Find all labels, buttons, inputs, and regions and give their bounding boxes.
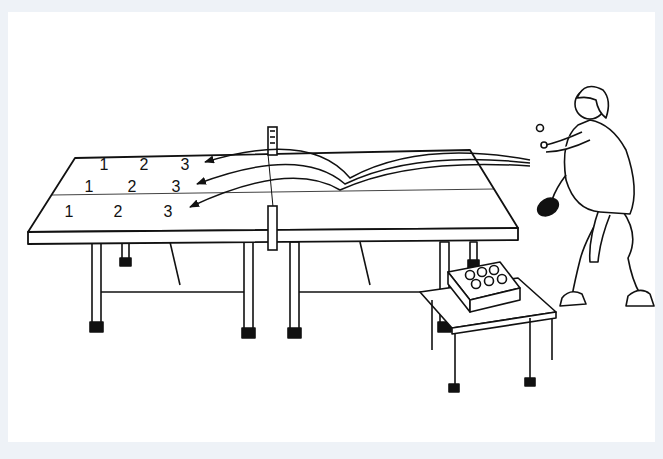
zone-number: 1 [85, 179, 94, 195]
table-legs [90, 242, 479, 338]
zone-number: 2 [114, 204, 123, 220]
zone-number: 3 [181, 157, 190, 173]
ball-trajectories [190, 149, 530, 207]
zone-number: 1 [65, 204, 74, 220]
player [534, 86, 654, 306]
zone-number: 2 [128, 179, 137, 195]
panel [8, 12, 655, 442]
zone-number: 3 [172, 179, 181, 195]
zone-number: 1 [100, 157, 109, 173]
stool-with-ball-box [420, 262, 556, 392]
zone-number: 3 [164, 204, 173, 220]
net [268, 127, 277, 250]
zone-number: 2 [140, 157, 149, 173]
